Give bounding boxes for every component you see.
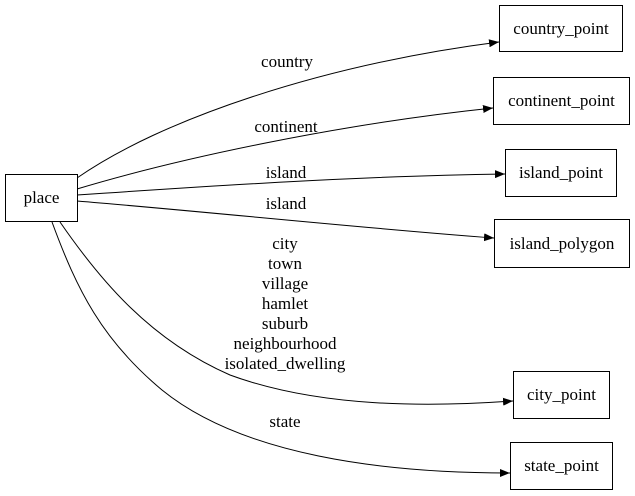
- edge-label-city-types: city town village hamlet suburb neighbou…: [224, 234, 346, 373]
- node-continent-point: continent_point: [493, 77, 630, 125]
- node-island-point: island_point: [505, 149, 617, 197]
- edge-label-state: state: [269, 412, 301, 431]
- edge-label-island-point: island: [265, 163, 307, 182]
- node-island-polygon: island_polygon: [494, 219, 630, 268]
- edge-place-continent-point: [76, 105, 494, 190]
- node-city-point-label: city_point: [527, 385, 596, 404]
- edge-place-island-point: [76, 170, 506, 196]
- edge-label-island-polygon: island: [265, 194, 307, 213]
- edge-place-city-point: [59, 221, 514, 406]
- node-place: place: [5, 174, 78, 222]
- node-city-point: city_point: [513, 371, 610, 419]
- edge-label-country: country: [261, 52, 313, 71]
- edge-place-state-point: [51, 221, 511, 477]
- edge-label-continent: continent: [254, 117, 318, 136]
- node-place-label: place: [23, 188, 60, 207]
- node-continent-point-label: continent_point: [508, 91, 615, 110]
- node-island-polygon-label: island_polygon: [509, 233, 615, 253]
- node-state-point: state_point: [510, 442, 613, 490]
- node-country-point: country_point: [499, 5, 623, 52]
- node-country-point-label: country_point: [513, 18, 609, 38]
- node-state-point-label: state_point: [524, 456, 599, 475]
- node-island-point-label: island_point: [518, 163, 604, 182]
- edge-place-country-point: [76, 39, 500, 179]
- edge-place-island-polygon: [76, 200, 495, 242]
